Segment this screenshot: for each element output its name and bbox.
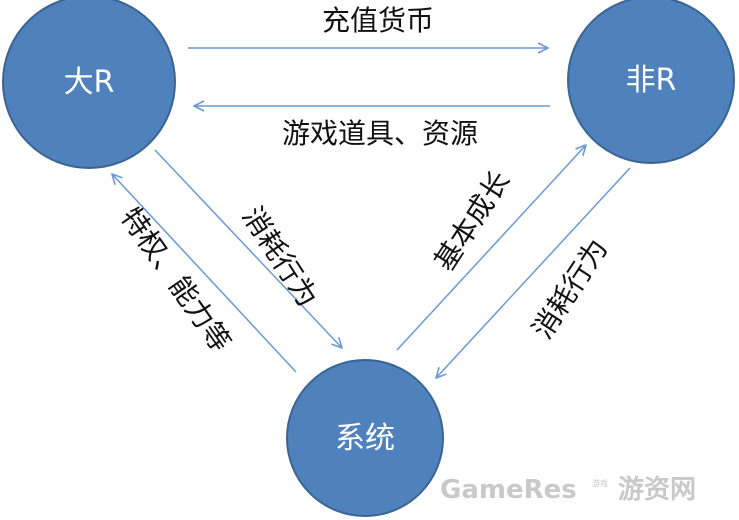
watermark-brand: GameRes bbox=[440, 475, 577, 505]
watermark-cn: 游资网 bbox=[618, 475, 696, 505]
edge-label-basic-growth: 基本成长 bbox=[428, 165, 517, 277]
watermark: GameRes 游戏 游资网 bbox=[440, 475, 696, 505]
edge-label-consume-left: 消耗行为 bbox=[236, 201, 325, 313]
node-big-r-label: 大R bbox=[64, 65, 115, 100]
edge-label-items-resources: 游戏道具、资源 bbox=[282, 117, 478, 150]
watermark-small: 游戏 bbox=[592, 478, 608, 488]
node-non-r: 非R bbox=[567, 0, 735, 164]
arrow-nonr-to-system bbox=[436, 167, 631, 378]
node-big-r: 大R bbox=[2, 0, 176, 169]
arrow-system-to-nonr bbox=[396, 145, 586, 351]
edge-label-consume-right: 消耗行为 bbox=[526, 233, 615, 345]
node-system: 系统 bbox=[286, 359, 444, 517]
node-non-r-label: 非R bbox=[626, 63, 677, 98]
arrow-bigr-to-system bbox=[154, 149, 342, 348]
edge-label-recharge-currency: 充值货币 bbox=[322, 4, 434, 37]
node-system-label: 系统 bbox=[335, 421, 395, 456]
arrow-system-to-bigr bbox=[112, 174, 297, 373]
edge-label-privileges: 特权、能力等 bbox=[114, 201, 237, 358]
